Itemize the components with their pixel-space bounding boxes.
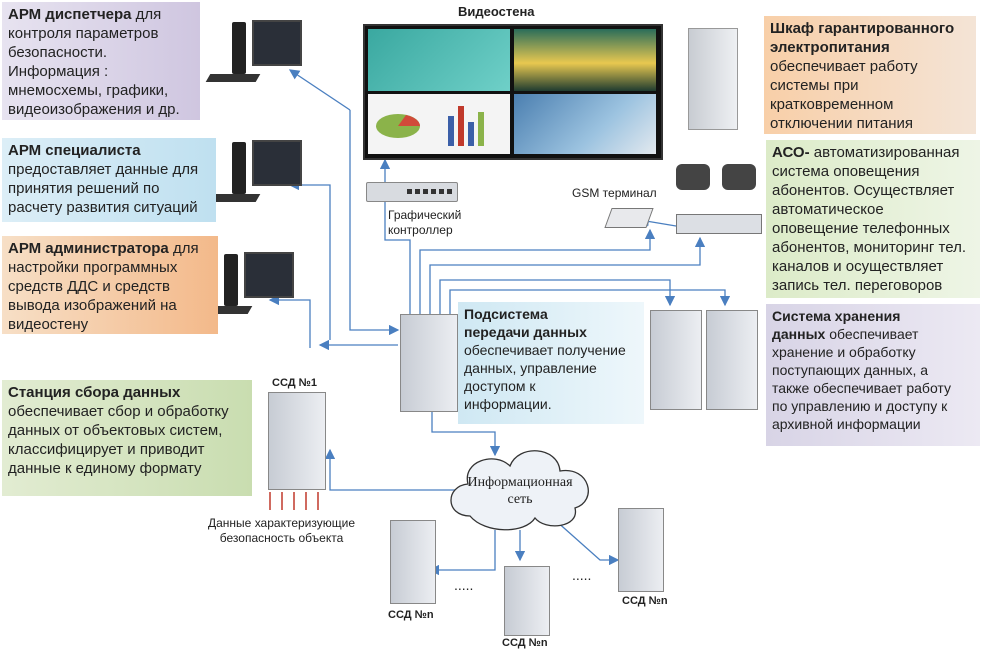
gsm-terminal: [604, 208, 654, 228]
videowall-screen-3: [368, 94, 510, 154]
ssdn-right-server: [618, 508, 664, 592]
ssdn-right-label: ССД №n: [622, 595, 668, 607]
information-network-cloud: [450, 450, 589, 531]
aso-title: АСО-: [772, 144, 810, 161]
arm-specialist-title: АРМ специалиста: [8, 142, 141, 159]
ssdn-left-server: [390, 520, 436, 604]
ssdn-mid-label: ССД №n: [502, 637, 548, 649]
workstation-specialist: [205, 140, 302, 206]
dots-right: .....: [572, 567, 592, 583]
graphic-controller: [366, 182, 458, 202]
storage-server-1: [650, 310, 702, 410]
arm-admin-box: АРМ администратора для настройки програм…: [2, 236, 218, 334]
videowall-screen-4: [514, 94, 656, 154]
videowall-screen-2: [514, 29, 656, 91]
ssd1-server: [268, 392, 326, 490]
ssdn-mid-server: [504, 566, 550, 636]
telephone-icon: [722, 164, 756, 190]
dots-left: .....: [454, 577, 474, 593]
videowall: [363, 24, 663, 160]
videowall-title: Видеостена: [458, 4, 535, 19]
station-box: Станция сбора данных обеспечивает сбор и…: [2, 380, 252, 496]
aso-box: АСО- автоматизированная система оповещен…: [766, 140, 980, 298]
arm-specialist-box: АРМ специалиста предоставляет данные для…: [2, 138, 216, 222]
gsm-label: GSM терминал: [572, 186, 657, 200]
ssd1-label: ССД №1: [272, 377, 318, 389]
workstation-dispatcher: [205, 20, 302, 86]
telephone-icon: [676, 164, 710, 190]
station-title: Станция сбора данных: [8, 384, 181, 401]
ssdn-left-label: ССД №n: [388, 609, 434, 621]
workstation-admin: [197, 252, 294, 318]
arm-dispatcher-title: АРМ диспетчера: [8, 6, 132, 23]
transfer-server: [400, 314, 458, 412]
arm-dispatcher-box: АРМ диспетчера для контроля параметров б…: [2, 2, 200, 120]
chart-icon: [376, 106, 484, 146]
aso-device: [676, 214, 762, 234]
ups-cabinet: [688, 28, 738, 130]
videowall-screen-1: [368, 29, 510, 91]
storage-server-2: [706, 310, 758, 410]
arm-admin-title: АРМ администратора: [8, 240, 169, 257]
